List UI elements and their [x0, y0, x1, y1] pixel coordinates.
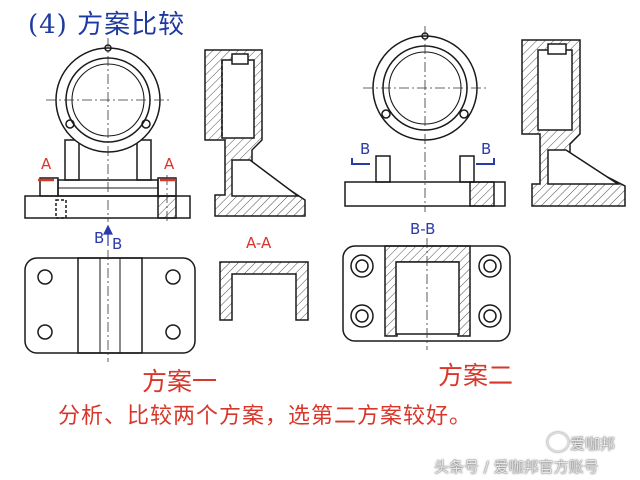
- scheme1-side-view: [204, 49, 306, 217]
- scheme-one-label: 方案一: [142, 367, 218, 396]
- scheme2-bb-label: B-B: [410, 220, 436, 238]
- scheme1-view-arrow: [103, 224, 113, 246]
- scheme1-front-view: [24, 44, 191, 219]
- scheme2-front-centerlines: [363, 26, 487, 212]
- scheme2-top-view: [342, 245, 511, 342]
- watermark-brand: 爱咖邦: [570, 435, 616, 453]
- scheme2-side-view: [521, 39, 626, 207]
- scheme1-top-view: [24, 257, 196, 354]
- watermark-logo-icon: [547, 432, 569, 452]
- scheme1-aa-section: [219, 261, 309, 321]
- scheme1-view-mark-1: B: [94, 229, 105, 247]
- scheme1-section-label-right: A: [164, 155, 175, 173]
- scheme1-aa-label: A-A: [246, 234, 272, 252]
- watermark-source: 头条号 / 爱咖邦官方账号: [434, 458, 599, 476]
- scheme1-view-mark-2: B: [112, 235, 123, 253]
- scheme2-section-markers: [351, 158, 495, 165]
- scheme1-front-centerlines: [46, 38, 170, 222]
- scheme2-section-label-right: B: [481, 140, 492, 158]
- scheme1-section-label-left: A: [41, 155, 52, 173]
- page-title: (4) 方案比较: [28, 10, 186, 40]
- conclusion-text: 分析、比较两个方案，选第二方案较好。: [58, 404, 473, 429]
- scheme2-section-label-left: B: [360, 140, 371, 158]
- scheme-two-label: 方案二: [438, 361, 514, 390]
